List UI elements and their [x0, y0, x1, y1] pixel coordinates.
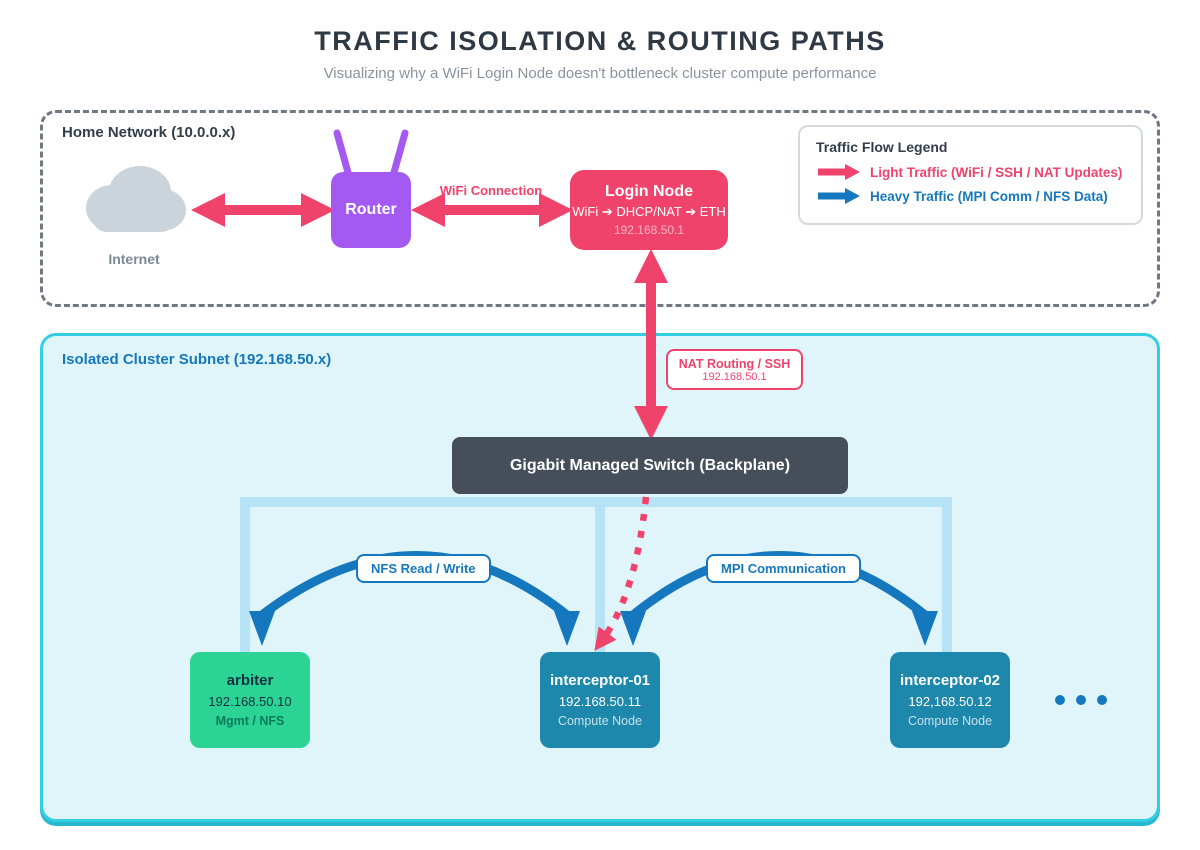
node-name: interceptor-02	[899, 672, 1001, 689]
node-role: Mgmt / NFS	[215, 714, 285, 728]
node-ip: 192,168.50.12	[908, 694, 992, 709]
login-node: Login Node WiFi ➔ DHCP/NAT ➔ ETH 192.168…	[570, 170, 728, 250]
legend-title: Traffic Flow Legend	[816, 139, 948, 155]
managed-switch-node: Gigabit Managed Switch (Backplane)	[452, 437, 848, 494]
internet-label: Internet	[108, 251, 160, 267]
legend-label-heavy-traffic: Heavy Traffic (MPI Comm / NFS Data)	[870, 188, 1108, 204]
flow-label-nfs: NFS Read / Write	[356, 554, 491, 583]
node-role: Compute Node	[557, 714, 643, 728]
wifi-connection-label: WiFi Connection	[439, 183, 543, 198]
node-ip: 192.168.50.11	[558, 694, 642, 709]
page-subtitle: Visualizing why a WiFi Login Node doesn'…	[323, 65, 877, 82]
node-ip: 192.168.50.10	[208, 694, 292, 709]
light-traffic-arrow-icon	[818, 164, 860, 180]
more-nodes-ellipsis-dot	[1076, 695, 1086, 705]
cluster-subnet-zone	[40, 333, 1160, 822]
home-network-label: Home Network (10.0.0.x)	[62, 124, 236, 141]
node-name: interceptor-01	[549, 672, 651, 689]
nat-routing-badge: NAT Routing / SSH 192.168.50.1	[666, 349, 803, 390]
login-node-ip: 192.168.50.1	[613, 223, 685, 237]
more-nodes-ellipsis-dot	[1097, 695, 1107, 705]
more-nodes-ellipsis-dot	[1055, 695, 1065, 705]
legend-item-heavy-traffic: Heavy Traffic (MPI Comm / NFS Data)	[816, 188, 1125, 204]
node-arbiter: arbiter 192.168.50.10 Mgmt / NFS	[190, 652, 310, 748]
login-node-path: WiFi ➔ DHCP/NAT ➔ ETH	[572, 204, 726, 219]
nat-routing-title: NAT Routing / SSH	[678, 356, 791, 371]
router-label: Router	[345, 201, 397, 218]
legend-label-light-traffic: Light Traffic (WiFi / SSH / NAT Updates)	[870, 164, 1123, 180]
node-role: Compute Node	[907, 714, 993, 728]
node-interceptor-01: interceptor-01 192.168.50.11 Compute Nod…	[540, 652, 660, 748]
legend-item-light-traffic: Light Traffic (WiFi / SSH / NAT Updates)	[816, 164, 1125, 180]
managed-switch-label: Gigabit Managed Switch (Backplane)	[509, 456, 791, 474]
page-title: TRAFFIC ISOLATION & ROUTING PATHS	[314, 26, 886, 56]
router-node: Router	[331, 172, 411, 248]
login-node-title: Login Node	[605, 183, 693, 200]
heavy-traffic-arrow-icon	[818, 188, 860, 204]
flow-label-mpi: MPI Communication	[706, 554, 861, 583]
node-interceptor-02: interceptor-02 192,168.50.12 Compute Nod…	[890, 652, 1010, 748]
nat-routing-ip: 192.168.50.1	[702, 370, 767, 383]
cluster-subnet-label: Isolated Cluster Subnet (192.168.50.x)	[62, 351, 332, 368]
traffic-flow-legend: Traffic Flow Legend Light Traffic (WiFi …	[798, 125, 1143, 225]
node-name: arbiter	[226, 672, 274, 689]
